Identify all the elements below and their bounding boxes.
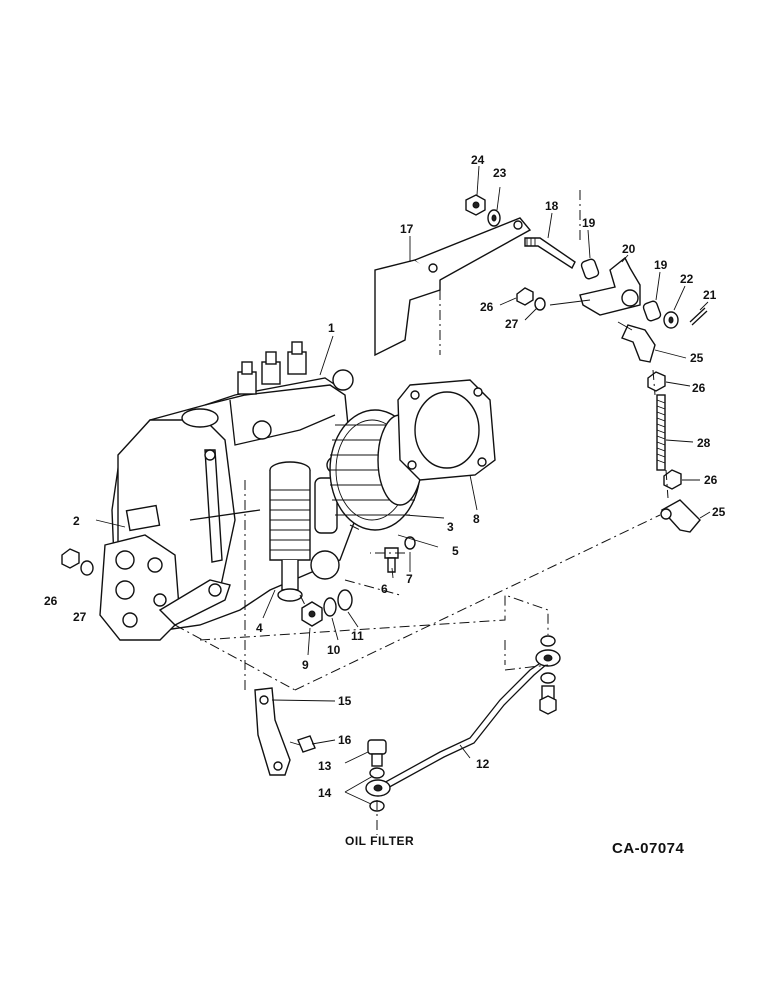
label-part-2: 2 [73, 514, 80, 528]
label-part-26-top: 26 [480, 300, 494, 314]
label-part-19-upper: 19 [582, 216, 596, 230]
label-part-10: 10 [327, 643, 341, 657]
label-part-20: 20 [622, 242, 636, 256]
label-part-11: 11 [351, 629, 364, 643]
label-part-6: 6 [381, 582, 388, 596]
label-part-13: 13 [318, 759, 332, 773]
drawing-code: CA-07074 [612, 840, 685, 857]
label-part-7: 7 [406, 572, 413, 586]
label-part-22: 22 [680, 272, 694, 286]
oil-filter-caption: OIL FILTER [345, 834, 414, 848]
label-part-8: 8 [473, 512, 480, 526]
label-part-5: 5 [452, 544, 459, 558]
label-part-17: 17 [400, 222, 414, 236]
delivery-valves [237, 341, 354, 440]
label-part-26-right-lower: 26 [704, 473, 718, 487]
label-part-16: 16 [338, 733, 352, 747]
label-part-14: 14 [318, 786, 332, 800]
label-part-23: 23 [493, 166, 507, 180]
label-part-24: 24 [471, 153, 485, 167]
label-part-26-left: 26 [44, 594, 58, 608]
oil-line [365, 635, 561, 812]
label-part-4: 4 [256, 621, 263, 635]
label-part-1: 1 [328, 321, 335, 335]
label-part-19-lower: 19 [654, 258, 668, 272]
label-part-27-left: 27 [73, 610, 87, 624]
label-part-15: 15 [338, 694, 352, 708]
injection-pump-body [99, 341, 423, 641]
leader-lines [95, 165, 711, 805]
linkage-parts [465, 194, 708, 533]
label-part-28: 28 [697, 436, 711, 450]
part-labels: 1 2 3 4 5 6 7 8 9 10 11 12 13 14 15 16 1… [44, 153, 726, 800]
label-part-25-upper: 25 [690, 351, 704, 365]
label-part-3: 3 [447, 520, 454, 534]
label-part-25-lower: 25 [712, 505, 726, 519]
gasket [397, 379, 496, 481]
label-part-26-right-upper: 26 [692, 381, 706, 395]
label-part-21: 21 [703, 288, 717, 302]
throttle-bracket [374, 217, 532, 357]
label-part-9: 9 [302, 658, 309, 672]
label-part-18: 18 [545, 199, 559, 213]
label-part-27-top: 27 [505, 317, 519, 331]
assembly-lines [174, 190, 669, 835]
fasteners [61, 536, 416, 627]
label-part-12: 12 [476, 757, 490, 771]
line-bracket [254, 687, 316, 776]
